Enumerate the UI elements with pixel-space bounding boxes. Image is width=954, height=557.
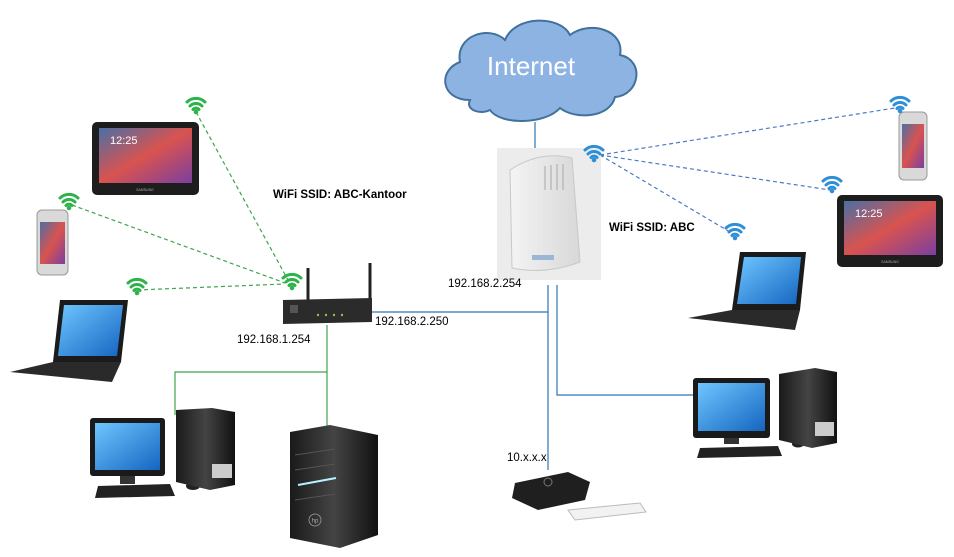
tablet-right-time: 12:25	[855, 208, 883, 220]
laptop-left-base	[10, 362, 121, 382]
office-wired-links	[174, 325, 328, 430]
desktop-right-keyboard	[697, 446, 782, 458]
phone-right-wifi-icon	[889, 95, 911, 115]
settop-remote	[567, 502, 647, 521]
phone-left	[36, 209, 69, 276]
laptop-left-screen	[58, 305, 123, 356]
desktop-right	[693, 368, 837, 458]
settop-body	[512, 472, 590, 510]
wired-links	[355, 122, 693, 470]
router-pc-link	[174, 371, 327, 415]
laptop-left	[10, 300, 128, 382]
ssid-home-label: WiFi SSID: ABC	[609, 222, 695, 234]
laptop-left-wifi-icon	[126, 277, 148, 297]
home-wireless-links	[599, 107, 896, 236]
router-body	[283, 298, 372, 324]
router-wan-ip: 192.168.2.250	[375, 316, 449, 328]
tablet-left: 12:25 SAMSUNG	[92, 122, 199, 195]
phone-right-screen	[902, 124, 924, 168]
settop-box	[512, 472, 647, 521]
tablet-right-brand: SAMSUNG	[881, 260, 899, 264]
cloud-shape	[444, 19, 638, 122]
office-wireless-links	[71, 111, 289, 291]
tablet-left-wifi-icon	[185, 96, 207, 116]
modem-ip: 192.168.2.254	[448, 278, 522, 290]
desktop-left-keyboard	[95, 484, 175, 498]
desktop-left-screen	[95, 423, 160, 470]
modem-logo	[532, 255, 554, 260]
router	[283, 263, 372, 324]
laptop-right-wifi-icon	[724, 222, 746, 242]
desktop-right-screen	[698, 383, 765, 431]
tablet-left-brand: SAMSUNG	[136, 188, 154, 192]
router-lan-ip: 192.168.1.254	[237, 334, 311, 346]
server-brand: hp	[312, 519, 319, 525]
tablet-left-time: 12:25	[110, 135, 138, 147]
tablet-left-screen	[99, 128, 192, 183]
laptop-right-screen	[737, 257, 801, 304]
server: hp	[290, 425, 378, 548]
internet-cloud: Internet	[444, 19, 638, 122]
phone-left-screen	[40, 222, 65, 264]
laptop-right	[688, 252, 806, 330]
laptop-right-base	[688, 310, 800, 330]
desktop-left	[90, 408, 235, 498]
settop-ip: 10.x.x.x	[507, 452, 547, 464]
server-body	[290, 425, 378, 548]
cloud-label: Internet	[487, 51, 576, 81]
modem	[497, 148, 601, 280]
router-wifi-icon	[281, 272, 303, 292]
tablet-right-screen	[844, 201, 936, 255]
tablet-right-wifi-icon	[821, 175, 843, 195]
phone-right	[898, 111, 928, 181]
phone-left-wifi-icon	[58, 192, 80, 212]
modem-pc-link	[556, 285, 693, 396]
ssid-office-label: WiFi SSID: ABC-Kantoor	[273, 189, 407, 201]
tablet-right: 12:25 SAMSUNG	[837, 195, 943, 267]
